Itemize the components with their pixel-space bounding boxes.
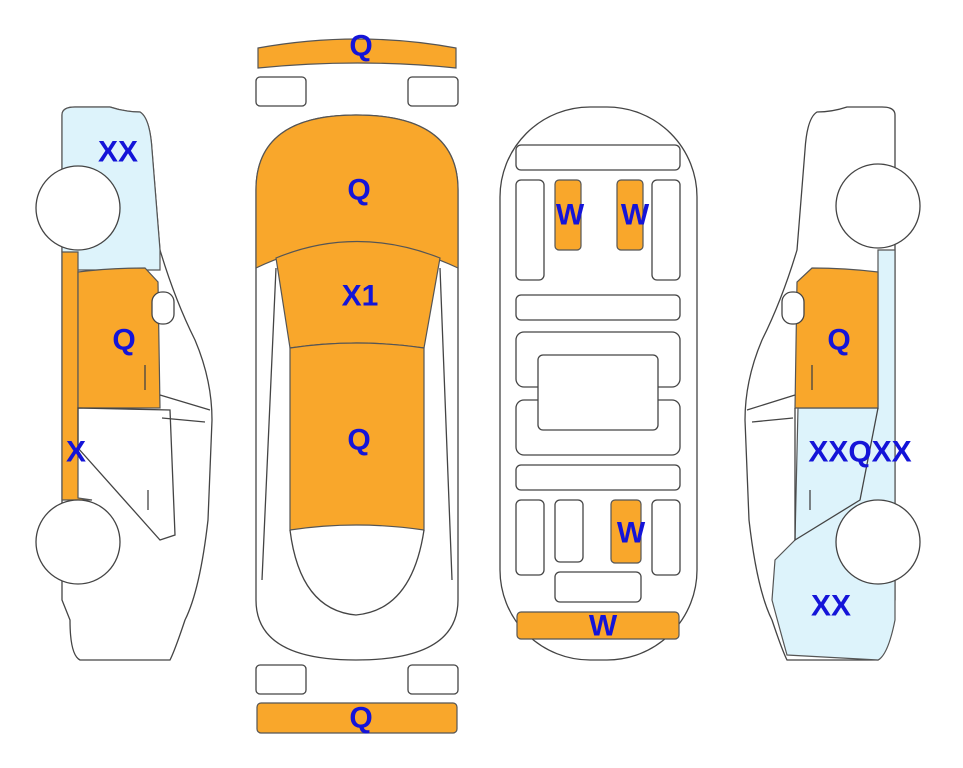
underside-rear-bar[interactable]	[516, 611, 680, 640]
label-left-rear-upper: XX	[98, 136, 138, 169]
underside-part	[515, 144, 681, 171]
label-rear-bumper: Q	[349, 702, 372, 735]
right-side-view: Q XXQXX XX	[744, 106, 921, 661]
rear-bumper-panel[interactable]	[256, 702, 458, 734]
underside-part	[515, 464, 681, 491]
underside-part	[554, 571, 642, 603]
label-underside-front-right: W	[621, 199, 650, 232]
right-rear-door-panel[interactable]	[794, 267, 879, 409]
left-door-handles	[144, 365, 149, 510]
underside-part	[651, 179, 681, 281]
right-rear-window	[781, 291, 805, 325]
underside-tank	[537, 354, 659, 431]
underside-front-left-part[interactable]	[554, 179, 582, 251]
underside-part	[651, 499, 681, 576]
label-front-bumper: Q	[349, 30, 372, 63]
left-front-wheel	[35, 499, 121, 585]
label-windshield: X1	[342, 280, 379, 313]
underside-front-right-part[interactable]	[616, 179, 644, 251]
right-rear-wheel	[835, 163, 921, 249]
underside-part	[515, 294, 681, 321]
label-roof: Q	[347, 424, 370, 457]
left-rear-window	[151, 291, 175, 325]
label-right-rear-door: Q	[827, 324, 850, 357]
underside-rear-center-part[interactable]	[610, 499, 642, 564]
left-side-view: XX Q X	[35, 106, 213, 661]
left-mirror-line	[159, 394, 211, 423]
underside-part	[554, 499, 584, 563]
underside-view: W W W W	[499, 106, 698, 661]
right-front-wheel	[835, 499, 921, 585]
left-front-door	[77, 407, 176, 541]
left-rear-wheel	[35, 165, 121, 251]
label-left-rear-door: Q	[112, 324, 135, 357]
right-door-handles	[809, 365, 813, 510]
right-door-lines	[746, 394, 879, 542]
underside-part	[515, 499, 545, 576]
label-right-front-fender: XX	[811, 590, 851, 623]
label-left-sill: X	[66, 436, 86, 469]
left-rear-door-panel[interactable]	[77, 267, 161, 409]
label-underside-rear-bar: W	[589, 610, 618, 643]
label-underside-rear-center: W	[617, 517, 646, 550]
underside-part	[515, 179, 545, 281]
rear-left-light	[255, 664, 307, 695]
top-view: Q Q X1 Q Q	[255, 30, 459, 735]
front-left-light	[255, 76, 307, 107]
label-right-front-door: XXQXX	[808, 436, 911, 469]
front-right-light	[407, 76, 459, 107]
left-sill-panel[interactable]	[61, 251, 93, 501]
top-body-lines	[261, 267, 453, 616]
rear-right-light	[407, 664, 459, 695]
label-underside-front-left: W	[556, 199, 585, 232]
label-hood: Q	[347, 174, 370, 207]
front-bumper-panel[interactable]	[257, 38, 457, 69]
